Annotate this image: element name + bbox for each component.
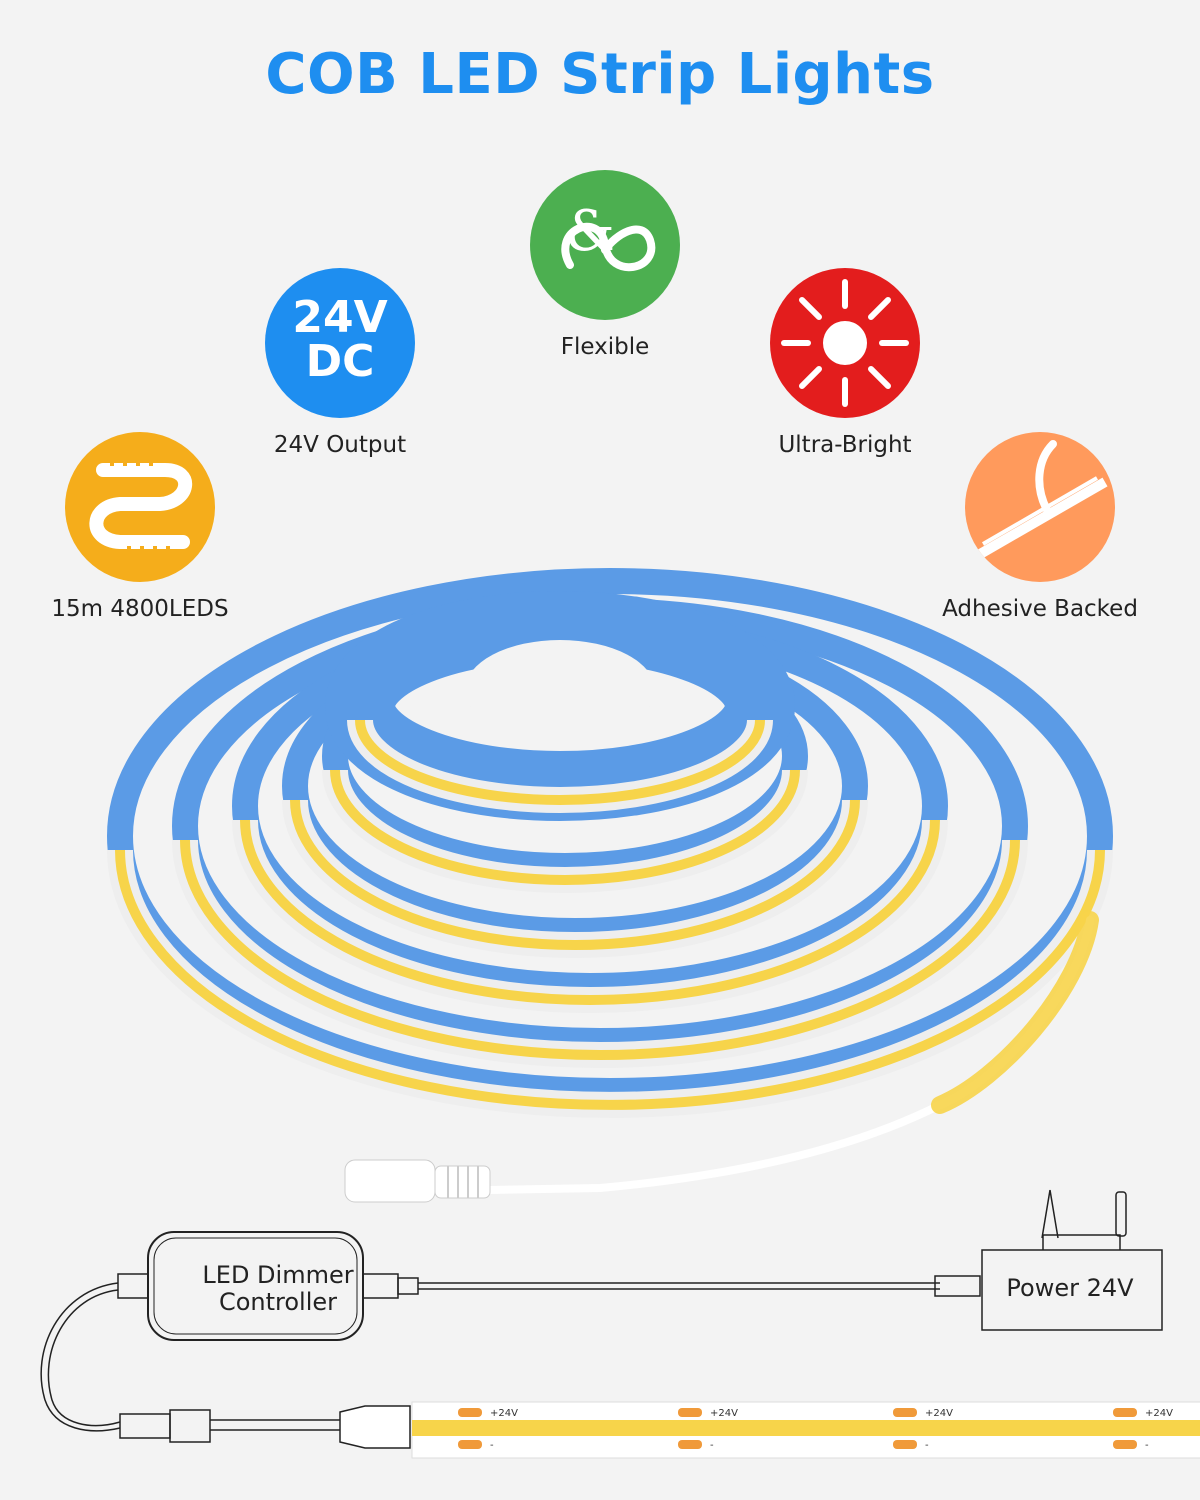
feature-adhesive: Adhesive Backed [890,432,1190,622]
strip-coil-led [290,799,860,950]
power-adapter-box [981,1249,1163,1331]
feature-flexible: & Flexible [455,170,755,360]
feature-label-flexible: Flexible [560,334,650,360]
strip-plus-label: +24V [490,1408,518,1419]
peel-tape-icon [965,432,1115,582]
strip-coil-led [330,769,800,885]
strip-coil-led [355,719,765,805]
feature-label-length: 15m 4800LEDS [51,596,229,622]
feature-bright: Ultra-Bright [695,268,995,458]
solder-pad [678,1440,702,1449]
strip-plus-label: +24V [1145,1408,1173,1419]
coiled-led-strip [107,568,1113,1203]
wiring-diagram: +24V - +24V - +24V - +24V - [40,1189,1200,1459]
solder-pad [893,1440,917,1449]
solder-pad [893,1408,917,1417]
feature-label-adhesive: Adhesive Backed [942,596,1138,622]
strip-coil-led [115,849,1105,1110]
flexible-icon: & [530,170,680,320]
coil-center [465,640,655,740]
power-label: Power 24V [1006,1274,1134,1302]
dimmer-controller-label: LED Dimmer Controller [202,1261,354,1316]
solder-pad [458,1440,482,1449]
dc-female-connector [344,1159,491,1203]
svg-text:&: & [565,199,615,264]
strip-coil-back [325,591,795,821]
solder-pad [1113,1408,1137,1417]
solder-pad [678,1408,702,1417]
strip-coil-back [107,568,1113,1104]
strip-plus-label: +24V [710,1408,738,1419]
strip-coil-led [240,819,940,1005]
strip-minus-label: - [925,1440,929,1451]
feature-label-bright: Ultra-Bright [778,432,912,458]
solder-pad [1113,1440,1137,1449]
strip-coil-led [180,839,1020,1060]
page-title: COB LED Strip Lights [265,42,935,107]
sun-icon [770,268,920,418]
strip-minus-label: - [1145,1440,1149,1451]
strip-plus-label: +24V [925,1408,953,1419]
feature-label-voltage: 24V Output [273,432,407,458]
strip-minus-label: - [710,1440,714,1451]
strip-wave-icon [65,432,215,582]
feature-length: 15m 4800LEDS [0,432,290,622]
solder-pad [458,1408,482,1417]
strip-minus-label: - [490,1440,494,1451]
